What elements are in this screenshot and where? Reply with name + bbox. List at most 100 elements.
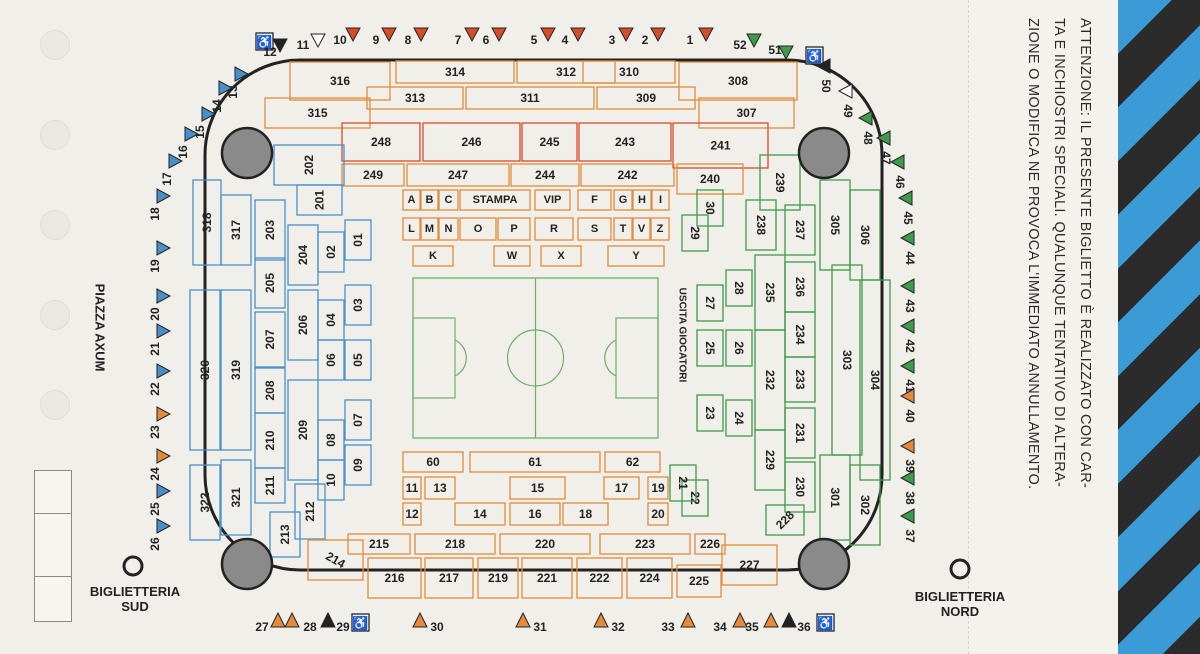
section-V [632, 217, 651, 241]
section-N [438, 217, 459, 241]
section-label-205: 205 [263, 273, 277, 293]
section-240 [676, 163, 744, 195]
section-label-319: 319 [229, 360, 243, 380]
section-label-308: 308 [728, 74, 748, 88]
gate-icon-19 [156, 240, 172, 256]
gate-icon-20 [156, 288, 172, 304]
section-13 [424, 476, 456, 500]
gate-icon-35 [763, 611, 779, 628]
section-label-05: 05 [351, 353, 365, 367]
section-label-O: O [474, 223, 483, 235]
wheelchair-icon [816, 613, 835, 632]
gate-label-25: 25 [148, 502, 162, 516]
section-246 [422, 122, 521, 162]
gate-label-6: 6 [483, 33, 490, 47]
section-20 [647, 502, 669, 526]
section-223 [599, 533, 691, 555]
section-label-212: 212 [303, 501, 317, 521]
section-label-Z: Z [657, 223, 664, 235]
ticket-slot [34, 470, 72, 622]
section-label-243: 243 [615, 135, 635, 149]
section-226 [694, 533, 726, 555]
section-62 [604, 451, 661, 473]
section-label-306: 306 [858, 225, 872, 245]
section-label-246: 246 [461, 135, 481, 149]
section-317 [220, 194, 252, 266]
section-H [632, 189, 652, 211]
gate-icon-2 [650, 27, 666, 43]
gate-label-8: 8 [405, 33, 412, 47]
section-19 [647, 476, 669, 500]
gate-icon-42 [899, 318, 915, 334]
gate-icon-34 [732, 611, 748, 628]
section-242 [580, 163, 675, 187]
section-K [412, 245, 454, 267]
notice-line-2: TA E INCHIOSTRI SPECIALI. QUALUNQUE TENT… [1051, 18, 1067, 488]
gate-label-37: 37 [903, 529, 917, 543]
section-245 [521, 122, 578, 162]
section-309 [596, 86, 696, 110]
section-27 [696, 284, 724, 322]
gate-icon-29 [320, 611, 336, 628]
section-label-B: B [426, 194, 434, 206]
gate-label-11: 11 [297, 38, 310, 52]
section-label-225: 225 [689, 574, 709, 588]
section-label-304: 304 [868, 370, 882, 390]
stripe-band [1118, 0, 1200, 654]
notice-line-1: ATTENZIONE: IL PRESENTE BIGLIETTO È REAL… [1077, 18, 1093, 489]
section-label-10: 10 [324, 473, 338, 487]
wheelchair-icon [805, 46, 824, 65]
section-label-S: S [591, 223, 598, 235]
gate-label-50: 50 [819, 79, 833, 93]
section-label-20: 20 [651, 507, 665, 521]
section-244 [510, 163, 580, 187]
section-label-03: 03 [351, 298, 365, 312]
gate-icon-15 [201, 106, 217, 122]
section-23 [696, 394, 724, 432]
section-label-219: 219 [488, 571, 508, 585]
section-316 [289, 61, 391, 101]
section-311 [465, 86, 595, 110]
wheelchair-icon: ♿ [256, 35, 272, 50]
section-F [577, 189, 612, 211]
south-office-label-line1: BIGLIETTERIA [89, 584, 181, 599]
gate-icon-7 [464, 27, 480, 43]
gate-label-17: 17 [160, 172, 174, 186]
gate-icon-45 [897, 190, 913, 206]
section-label-216: 216 [384, 571, 404, 585]
section-W [493, 245, 531, 267]
section-label-27: 27 [703, 296, 717, 310]
section-label-12: 12 [405, 507, 419, 521]
section-label-244: 244 [535, 168, 555, 182]
section-label-04: 04 [324, 313, 338, 327]
gate-label-52: 52 [733, 38, 747, 52]
wheelchair-icon [255, 32, 274, 51]
section-label-247: 247 [448, 168, 468, 182]
gate-icon-5 [540, 27, 556, 43]
gate-icon-32 [593, 611, 609, 628]
section-249 [341, 163, 405, 187]
section-O [459, 217, 497, 241]
section-310 [582, 60, 676, 84]
section-230 [784, 461, 816, 513]
gate-label-20: 20 [148, 307, 162, 321]
section-label-26: 26 [732, 341, 746, 355]
section-label-320: 320 [198, 360, 212, 380]
section-314 [395, 60, 515, 84]
gate-icon-52 [746, 33, 762, 49]
section-label-309: 309 [636, 91, 656, 105]
section-label-316: 316 [330, 74, 350, 88]
gate-icon-21 [156, 323, 172, 339]
section-G [613, 189, 633, 211]
section-218 [414, 533, 496, 555]
section-214 [307, 539, 364, 581]
section-label-G: G [619, 194, 628, 206]
gate-label-5: 5 [531, 33, 538, 47]
section-label-R: R [550, 223, 558, 235]
south-office-label-line2: SUD [121, 599, 149, 614]
section-239 [759, 154, 801, 211]
gate-label-36: 36 [797, 620, 811, 634]
section-14 [454, 502, 506, 526]
gate-icon-14 [218, 80, 234, 96]
gate-label-2: 2 [642, 33, 649, 47]
